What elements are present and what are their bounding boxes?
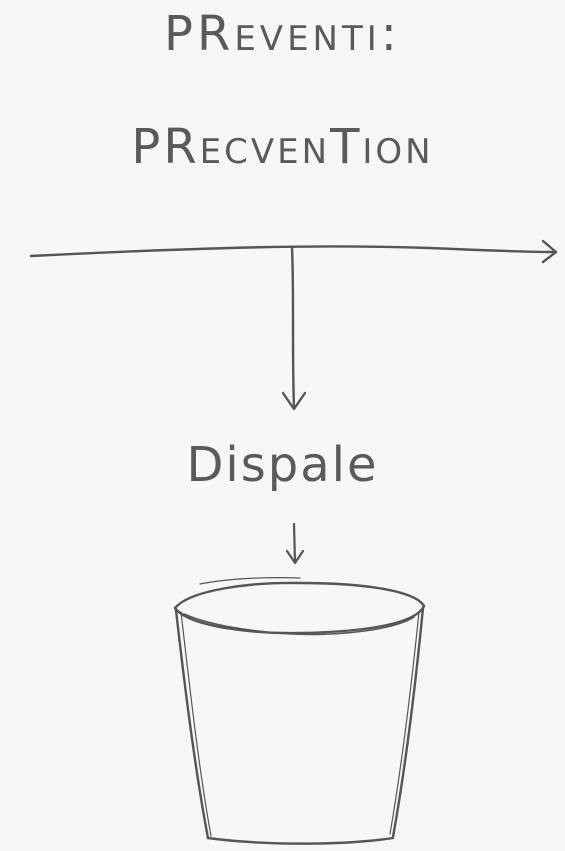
bucket-rim-inner [184,614,414,634]
bucket-rim-front [175,606,424,633]
small-down-arrow [287,524,303,563]
bucket-rim-back [175,583,424,608]
bucket-left-side [176,610,208,838]
bucket-right-side [393,608,423,837]
node-label: Dispale [0,437,565,493]
drop-arrow-shaft [292,248,294,408]
drop-arrow [283,248,305,409]
bucket-icon [175,578,424,844]
bucket-bottom [208,838,393,844]
bucket-sketch-stroke [181,612,211,836]
small-arrow-shaft [294,524,295,562]
bucket-sketch-stroke-2 [390,612,419,834]
